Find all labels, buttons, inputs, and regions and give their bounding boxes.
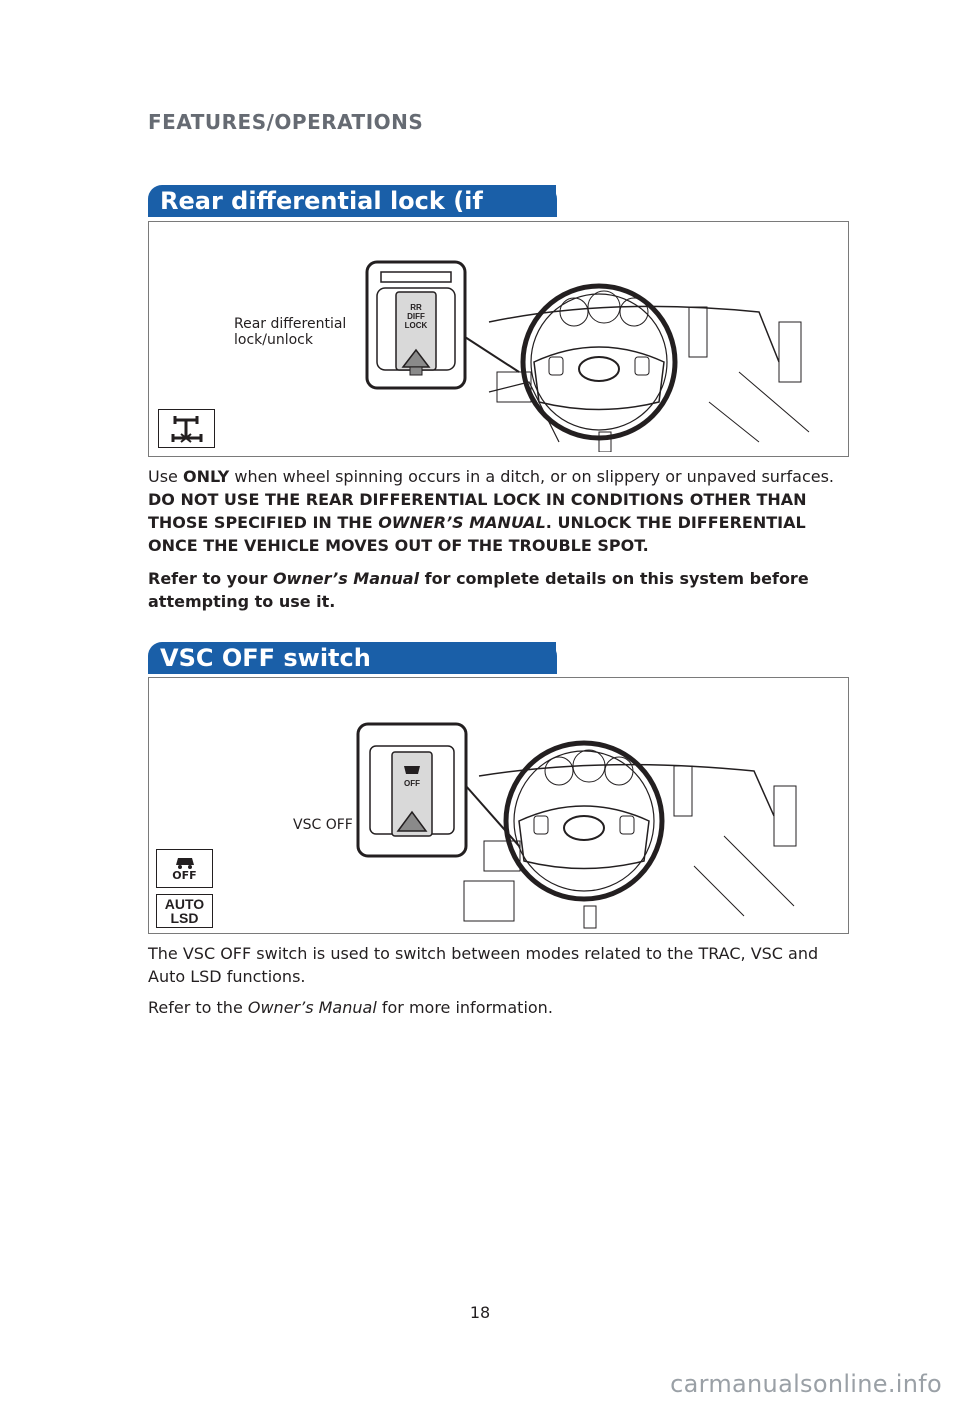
vsc-figure: VSC OFF OFF OFF AUTO LSD [148, 677, 849, 934]
vsc-callout: VSC OFF [293, 817, 353, 833]
vsc-section-tab: VSC OFF switch [148, 642, 557, 674]
watermark: carmanualsonline.info [670, 1370, 942, 1398]
text-run: for more information. [376, 998, 553, 1017]
rear-diff-refer-paragraph: Refer to your Owner’s Manual for complet… [148, 567, 848, 613]
rear-diff-section-tab: Rear differential lock (if equipped) [148, 185, 557, 247]
page-number: 18 [469, 1303, 491, 1322]
rear-diff-figure: Rear differential lock/unlock RR DIFF LO… [148, 221, 849, 457]
rear-diff-indicator-icon [158, 409, 215, 448]
vsc-description-paragraph: The VSC OFF switch is used to switch bet… [148, 944, 819, 986]
text-run: Use [148, 467, 183, 486]
press-arrow [396, 810, 428, 832]
text-run-bold: DO NOT USE THE REAR DIFFERENTIAL LOCK IN… [148, 490, 807, 532]
text-run-bold: ONLY [182, 467, 230, 486]
rear-diff-warning-paragraph: Use ONLY when wheel spinning occurs in a… [148, 465, 848, 557]
switch-label-diff: DIFF [407, 312, 425, 321]
auto-lsd-label-auto: AUTO [164, 896, 205, 912]
switch-label-off: OFF [404, 779, 420, 788]
vsc-off-indicator-icon: OFF [156, 849, 213, 888]
text-run: when wheel spinning occurs in a ditch, o… [229, 467, 834, 486]
rear-diff-title: Rear differential lock (if equipped) [160, 187, 483, 247]
text-run: Refer to the [148, 998, 248, 1017]
auto-lsd-label-lsd: LSD [170, 910, 199, 926]
text-run: Refer to your [148, 569, 273, 588]
text-run: for complete details on this system befo… [148, 569, 809, 611]
auto-lsd-indicator-icon: AUTO LSD [156, 894, 213, 928]
vsc-icon-off-label: OFF [172, 869, 197, 882]
text-run-bold-italic: OWNER’S MANUAL [378, 513, 546, 532]
switch-label-lock: LOCK [405, 321, 428, 330]
vsc-title: VSC OFF switch [160, 644, 371, 672]
dashboard-illustration: RR DIFF LOCK [365, 260, 810, 452]
text-run-bold: . UNLOCK THE DIFFERENTIAL ONCE THE VEHIC… [148, 513, 806, 555]
section-header: FEATURES/OPERATIONS [148, 110, 424, 134]
rear-diff-callout: Rear differential lock/unlock [234, 316, 347, 348]
dashboard-illustration: OFF [356, 722, 797, 929]
text-run-italic: Owner’s Manual [272, 569, 420, 588]
text-run-italic: Owner’s Manual [247, 998, 377, 1017]
vsc-refer-paragraph: Refer to the Owner’s Manual for more inf… [148, 996, 848, 1019]
switch-label-rr: RR [410, 303, 422, 312]
